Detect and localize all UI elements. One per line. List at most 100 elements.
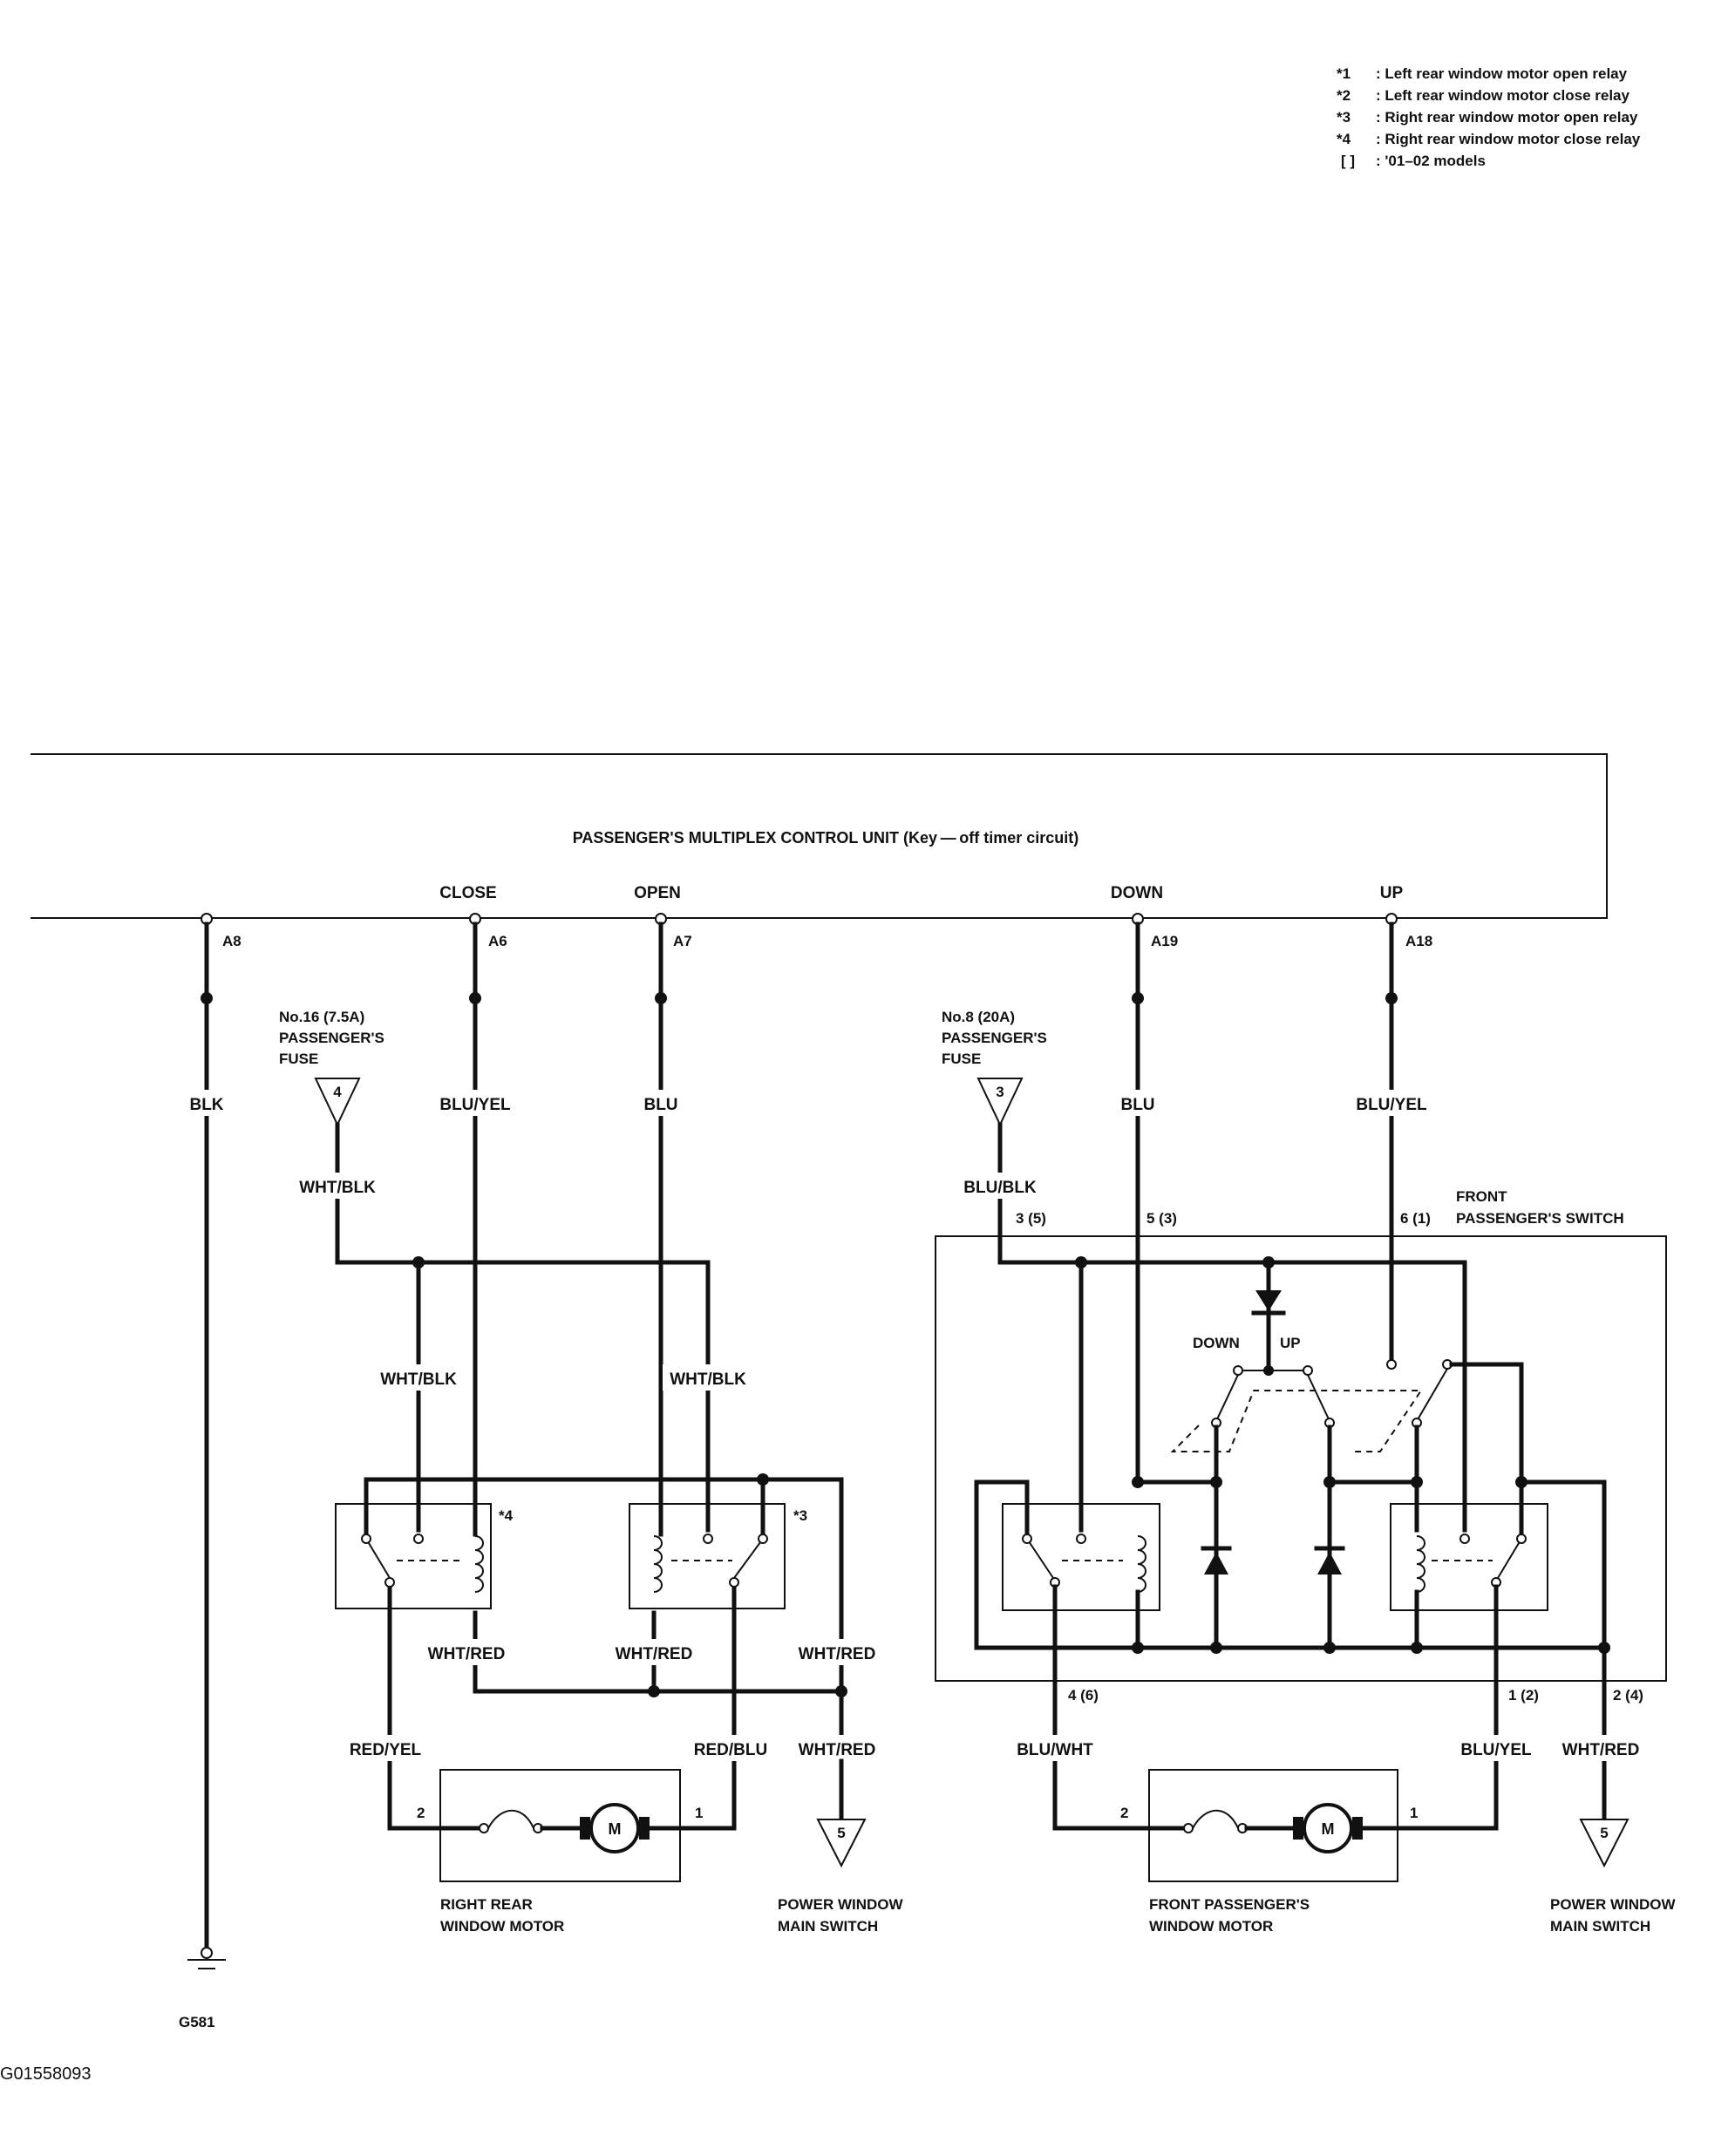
wire-label-blk: BLK	[189, 1096, 223, 1114]
fuse8-line2: PASSENGER'S	[942, 1030, 1047, 1046]
legend-mark-1: *1	[1337, 65, 1351, 82]
pin-3: 3 (5)	[1016, 1210, 1046, 1227]
signal-up: UP	[1380, 884, 1404, 902]
figure-id: G01558093	[0, 2064, 92, 2084]
signal-close: CLOSE	[439, 884, 496, 902]
front-relay-up	[1390, 1503, 1548, 1831]
legend: *1 : Left rear window motor open relay *…	[1337, 65, 1641, 169]
fuse8-triangle	[976, 1078, 1024, 1127]
terminal-label-a18: A18	[1405, 933, 1432, 949]
rr-motor-line1: RIGHT REAR	[440, 1896, 533, 1913]
relay-open-mark: *3	[793, 1507, 807, 1524]
switch-linkage	[1170, 1390, 1423, 1452]
right-rear-motor: M 2 1 RIGHT REAR WINDOW MOTOR	[417, 1769, 703, 1935]
fp-motor-line1: FRONT PASSENGER'S	[1149, 1896, 1310, 1913]
front-switch-up: UP	[1280, 1335, 1301, 1351]
legend-text-1: : Left rear window motor open relay	[1376, 65, 1628, 82]
wire-label-blu-yel-motor: BLU/YEL	[1460, 1741, 1532, 1759]
control-unit-title: PASSENGER'S MULTIPLEX CONTROL UNIT (Key …	[573, 829, 1079, 847]
fuse16-num: 4	[333, 1084, 342, 1100]
fuse16-triangle	[314, 1078, 361, 1127]
terminal-label-a19: A19	[1151, 933, 1178, 949]
main-switch-right-line2: MAIN SWITCH	[1550, 1918, 1650, 1935]
fuse8-line3: FUSE	[942, 1051, 981, 1067]
rear-relay-wiring: WHT/BLK BLU/YEL BLU WHT/BLK WHT/BLK WHT/	[292, 922, 891, 1831]
legend-text-5: : '01–02 models	[1376, 153, 1486, 169]
main-switch-left-line1: POWER WINDOW	[778, 1896, 903, 1913]
relay-close: *4	[335, 1503, 514, 1609]
front-switch-line1: FRONT	[1456, 1188, 1507, 1205]
front-switch-outputs: 4 (6) 1 (2) 2 (4) BLU/WHT BLU/YEL WHT/RE…	[1007, 1687, 1652, 1831]
main-switch-left-triangle	[816, 1819, 867, 1868]
wire-label-wht-blk-right: WHT/BLK	[670, 1370, 746, 1389]
rr-motor-box	[439, 1769, 681, 1882]
wire-label-blu-down: BLU	[1120, 1096, 1154, 1114]
front-relay-up-box	[1390, 1503, 1548, 1611]
wire-label-wht-red-2: WHT/RED	[616, 1645, 693, 1663]
main-switch-right-num: 5	[1600, 1825, 1608, 1841]
fp-motor-line2: WINDOW MOTOR	[1149, 1918, 1273, 1935]
pin-6: 6 (1)	[1400, 1210, 1431, 1227]
pin-1: 1 (2)	[1508, 1687, 1539, 1704]
fp-motor-pin2: 2	[1120, 1805, 1128, 1821]
front-switch-line2: PASSENGER'S SWITCH	[1456, 1210, 1624, 1227]
main-switch-left: 5 POWER WINDOW MAIN SWITCH	[778, 1758, 903, 1935]
relay-open: *3	[629, 1503, 807, 1609]
wire-label-blu-yel-up: BLU/YEL	[1356, 1096, 1427, 1114]
relay-open-box	[629, 1503, 786, 1609]
relay-close-mark: *4	[499, 1507, 514, 1524]
front-passenger-motor: M 2 1 FRONT PASSENGER'S WINDOW MOTOR	[1120, 1769, 1418, 1935]
front-relay-up-coil	[1416, 1535, 1425, 1593]
legend-text-3: : Right rear window motor open relay	[1376, 109, 1638, 126]
main-switch-right-triangle	[1579, 1819, 1630, 1868]
legend-text-4: : Right rear window motor close relay	[1376, 131, 1641, 147]
legend-mark-4: *4	[1337, 131, 1351, 147]
rr-motor-pin1: 1	[695, 1805, 703, 1821]
fp-motor-symbol	[1303, 1803, 1353, 1853]
front-relay-down-box	[1002, 1503, 1160, 1611]
wire-label-wht-red-3: WHT/RED	[799, 1645, 876, 1663]
wire-label-wht-blk-left: WHT/BLK	[380, 1370, 457, 1389]
main-switch-right: 5 POWER WINDOW MAIN SWITCH	[1550, 1819, 1676, 1935]
fp-motor-box	[1148, 1769, 1398, 1882]
rr-motor-pin2: 2	[417, 1805, 425, 1821]
wire-label-red-blu: RED/BLU	[694, 1741, 767, 1759]
front-passenger-switch: FRONT PASSENGER'S SWITCH BLU/BLK BLU BLU…	[935, 922, 1667, 1820]
signal-open: OPEN	[634, 884, 681, 902]
signal-down: DOWN	[1111, 884, 1163, 902]
wire-label-wht-red-5: WHT/RED	[1562, 1741, 1640, 1759]
relay-open-coil	[653, 1535, 663, 1593]
legend-mark-5: [ ]	[1341, 153, 1355, 169]
right-diode	[1317, 1552, 1342, 1574]
main-switch-left-num: 5	[837, 1825, 845, 1841]
control-unit: PASSENGER'S MULTIPLEX CONTROL UNIT (Key …	[31, 753, 1608, 949]
relay-close-box	[335, 1503, 492, 1609]
fuse16-line2: PASSENGER'S	[279, 1030, 384, 1046]
fp-motor-m: M	[1322, 1820, 1335, 1838]
pin-4: 4 (6)	[1068, 1687, 1099, 1704]
wire-label-blu-yel-close: BLU/YEL	[439, 1096, 511, 1114]
relay-close-coil	[474, 1535, 484, 1593]
fuse8-num: 3	[996, 1084, 1004, 1100]
pin-5: 5 (3)	[1146, 1210, 1177, 1227]
rr-motor-symbol	[589, 1803, 640, 1853]
legend-mark-3: *3	[1337, 109, 1351, 126]
main-switch-left-line2: MAIN SWITCH	[778, 1918, 878, 1935]
wire-label-wht-red-4: WHT/RED	[799, 1741, 876, 1759]
rr-motor-line2: WINDOW MOTOR	[440, 1918, 564, 1935]
wire-label-wht-blk-fuse: WHT/BLK	[299, 1179, 376, 1197]
fuse-8: No.8 (20A) PASSENGER'S FUSE 3	[942, 1009, 1047, 1127]
wire-label-blu-blk: BLU/BLK	[963, 1179, 1037, 1197]
fuse16-line3: FUSE	[279, 1051, 318, 1067]
control-unit-outline	[31, 753, 1608, 919]
wire-label-blu-open: BLU	[643, 1096, 677, 1114]
wire-label-red-yel: RED/YEL	[350, 1741, 422, 1759]
top-diode	[1255, 1290, 1282, 1311]
pin-2: 2 (4)	[1613, 1687, 1643, 1704]
legend-mark-2: *2	[1337, 87, 1351, 104]
ground-label: G581	[179, 2014, 215, 2030]
legend-text-2: : Left rear window motor close relay	[1376, 87, 1630, 104]
front-switch-box	[935, 1235, 1667, 1682]
fp-motor-pin1: 1	[1410, 1805, 1418, 1821]
